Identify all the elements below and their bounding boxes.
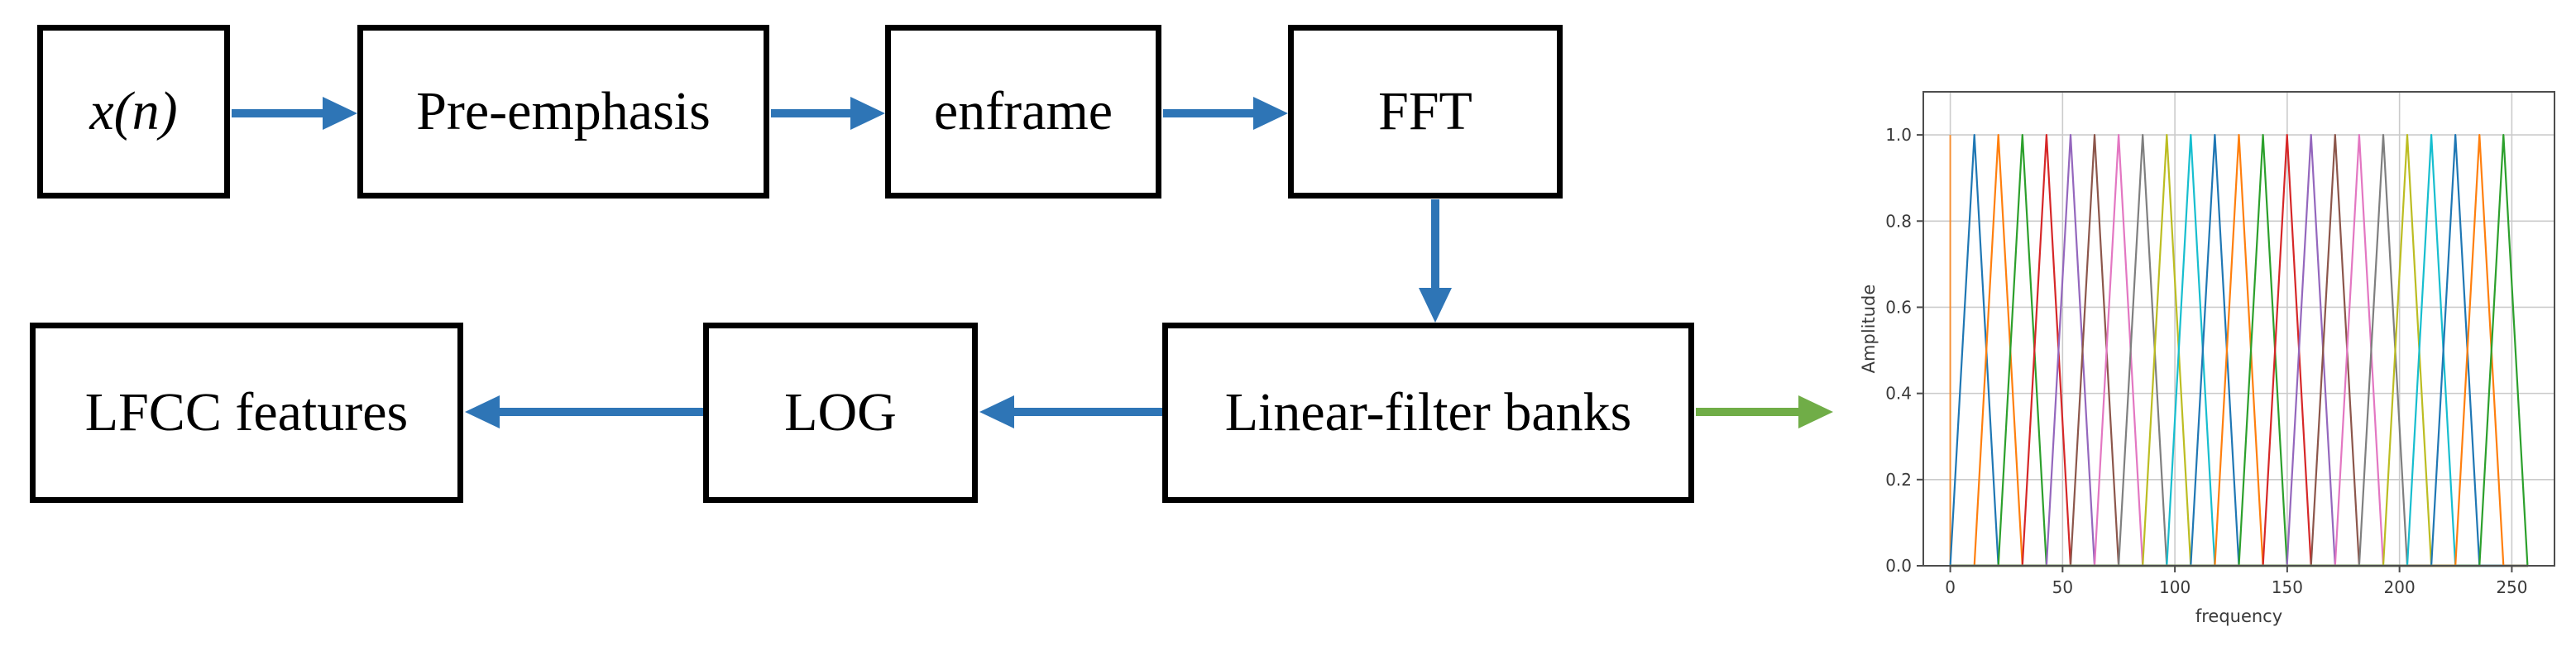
y-tick-label: 0.6	[1885, 297, 1912, 317]
filter-triangle	[1950, 134, 2528, 567]
flow-box-log: LOG	[703, 323, 978, 503]
x-tick-label: 200	[2384, 577, 2416, 597]
filterbank-plot: 0 50 100 150 200 250 0.0 0.2 0.4 0.6 0.8 1.0 frequen…	[1861, 91, 2555, 626]
flow-box-fft: FFT	[1288, 25, 1563, 199]
arrow-fft-to-filterbanks-icon	[1419, 199, 1452, 323]
filter-triangle	[1950, 134, 2528, 567]
flow-box-label: Pre-emphasis	[416, 81, 711, 141]
x-tick-label: 250	[2496, 577, 2527, 597]
y-tick-label: 0.4	[1885, 384, 1912, 404]
arrow-filterbanks-to-log-icon	[979, 395, 1162, 428]
filter-triangle	[1950, 134, 2528, 567]
flow-box-pre-emphasis: Pre-emphasis	[357, 25, 769, 199]
filter-triangle	[1950, 134, 2528, 567]
flow-box-input-signal: x(n)	[37, 25, 230, 199]
filter-triangle	[1950, 134, 2528, 567]
flow-box-label: x(n)	[89, 81, 178, 141]
flow-box-label: LOG	[784, 382, 897, 443]
flow-box-label: enframe	[933, 81, 1113, 141]
filter-triangle	[1949, 134, 2528, 567]
flow-box-label: FFT	[1378, 81, 1472, 141]
arrow-enframe-to-fft-icon	[1163, 97, 1288, 130]
y-tick-label: 1.0	[1885, 125, 1912, 145]
arrow-preemphasis-to-enframe-icon	[771, 97, 885, 130]
filter-triangle	[1950, 134, 2528, 567]
filter-triangle	[1950, 134, 2528, 567]
arrow-log-to-lfcc-icon	[465, 395, 703, 428]
filter-triangle	[1950, 134, 2528, 567]
y-axis-label: Amplitude	[1861, 285, 1879, 374]
filter-triangle	[1950, 134, 2528, 567]
filter-triangle	[1950, 134, 2529, 567]
filter-triangle	[1950, 134, 2528, 567]
arrow-filterbanks-to-plot-icon	[1696, 395, 1833, 428]
flow-box-linear-filter-banks: Linear-filter banks	[1162, 323, 1694, 503]
flow-box-label: Linear-filter banks	[1224, 382, 1632, 443]
flow-box-label: LFCC features	[84, 382, 409, 443]
filter-triangle	[1950, 134, 2528, 567]
filter-triangle	[1950, 134, 2528, 567]
x-tick-label: 0	[1945, 577, 1956, 597]
flow-box-lfcc-features: LFCC features	[30, 323, 463, 503]
arrow-input-to-preemphasis-icon	[232, 97, 357, 130]
filter-triangle	[1950, 134, 2528, 567]
flow-box-enframe: enframe	[885, 25, 1161, 199]
y-tick-label: 0.8	[1885, 211, 1912, 231]
plot-spines	[1922, 91, 2555, 567]
x-tick-label: 100	[2159, 577, 2191, 597]
filter-triangle	[1950, 134, 2528, 567]
x-tick-label: 150	[2272, 577, 2303, 597]
filter-triangle	[1950, 134, 2528, 567]
y-tick-label: 0.0	[1885, 556, 1912, 576]
filter-triangle	[1950, 134, 2528, 567]
filter-triangle	[1950, 134, 2528, 567]
x-tick-label: 50	[2052, 577, 2073, 597]
filter-triangle	[1950, 134, 2528, 567]
filter-triangle	[1950, 134, 2528, 567]
y-tick-label: 0.2	[1885, 470, 1912, 490]
filter-triangle	[1950, 134, 2528, 567]
x-axis-label: frequency	[2195, 606, 2282, 626]
filter-triangle	[1950, 134, 2528, 567]
